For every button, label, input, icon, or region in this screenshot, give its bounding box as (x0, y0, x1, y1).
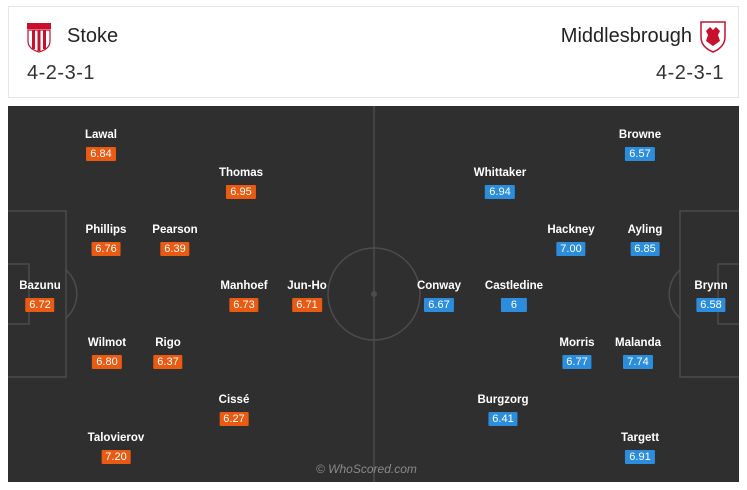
player-rating: 7.00 (556, 242, 586, 256)
player-name: Talovierov (87, 432, 145, 444)
player-rating: 6.80 (92, 355, 122, 369)
player-name: Castledine (484, 280, 544, 292)
player-lawal[interactable]: Lawal 6.84 (85, 128, 117, 162)
whoscored-watermark: © WhoScored.com (316, 462, 417, 476)
player-wilmot[interactable]: Wilmot 6.80 (88, 336, 126, 370)
player-rating: 6.85 (630, 242, 660, 256)
player-bazunu[interactable]: Bazunu 6.72 (19, 279, 61, 313)
player-castledine[interactable]: Castledine 6 (485, 279, 543, 313)
home-team-name: Stoke (67, 25, 119, 47)
player-name: Conway (416, 280, 462, 292)
pitch-markings (8, 106, 739, 482)
player-pearson[interactable]: Pearson 6.39 (152, 223, 198, 257)
stoke-crest-icon (27, 23, 51, 53)
player-rating: 6.84 (86, 147, 116, 161)
player-rating: 6.27 (219, 412, 249, 426)
player-brynn[interactable]: Brynn 6.58 (694, 279, 728, 313)
away-formation: 4-2-3-1 (656, 62, 724, 84)
player-name: Wilmot (87, 337, 127, 349)
player-rating: 6.37 (153, 355, 183, 369)
player-name: Malanda (614, 337, 662, 349)
player-rating: 6.67 (424, 298, 454, 312)
player-thomas[interactable]: Thomas 6.95 (219, 166, 263, 200)
player-name: Brynn (694, 280, 728, 292)
player-rating: 6.58 (696, 298, 726, 312)
player-name: Pearson (152, 224, 198, 236)
player-name: Jun-Ho (287, 280, 327, 292)
player-rating: 6.71 (292, 298, 322, 312)
player-name: Targett (620, 432, 660, 444)
player-rating: 6.73 (229, 298, 259, 312)
player-name: Morris (559, 337, 595, 349)
player-morris[interactable]: Morris 6.77 (559, 336, 595, 370)
player-jun-ho[interactable]: Jun-Ho 6.71 (287, 279, 327, 313)
player-targett[interactable]: Targett 6.91 (621, 431, 659, 465)
player-rating: 7.74 (623, 355, 653, 369)
player-name: Browne (618, 129, 662, 141)
player-name: Whittaker (473, 167, 527, 179)
player-name: Thomas (218, 167, 264, 179)
player-rating: 6.39 (160, 242, 190, 256)
player-name: Burgzorg (477, 394, 529, 406)
player-name: Ayling (627, 224, 663, 236)
player-rating: 6.91 (625, 450, 655, 464)
player-conway[interactable]: Conway 6.67 (417, 279, 461, 313)
away-team-name: Middlesbrough (560, 25, 692, 47)
player-rating: 6.76 (91, 242, 121, 256)
player-malanda[interactable]: Malanda 7.74 (615, 336, 661, 370)
player-rating: 6.94 (485, 185, 515, 199)
player-rating: 6.77 (562, 355, 592, 369)
middlesbrough-crest-icon (700, 21, 726, 53)
player-name: Bazunu (19, 280, 61, 292)
player-manhoef[interactable]: Manhoef 6.73 (220, 279, 268, 313)
player-cisse[interactable]: Cissé 6.27 (218, 393, 250, 427)
player-name: Lawal (85, 129, 117, 141)
player-rating: 6.95 (226, 185, 256, 199)
player-rating: 6.57 (625, 147, 655, 161)
player-name: Phillips (85, 224, 127, 236)
player-name: Cissé (218, 394, 250, 406)
player-phillips[interactable]: Phillips 6.76 (85, 223, 127, 257)
player-ayling[interactable]: Ayling 6.85 (627, 223, 663, 257)
player-rigo[interactable]: Rigo 6.37 (153, 336, 183, 370)
player-burgzorg[interactable]: Burgzorg 6.41 (477, 393, 529, 427)
player-rating: 6 (500, 298, 527, 312)
player-hackney[interactable]: Hackney 7.00 (547, 223, 595, 257)
player-whittaker[interactable]: Whittaker 6.94 (474, 166, 526, 200)
player-name: Hackney (547, 224, 595, 236)
player-rating: 6.72 (25, 298, 55, 312)
player-rating: 7.20 (101, 450, 131, 464)
player-rating: 6.41 (488, 412, 518, 426)
player-name: Manhoef (220, 280, 268, 292)
player-browne[interactable]: Browne 6.57 (619, 128, 661, 162)
player-talovierov[interactable]: Talovierov 7.20 (87, 431, 145, 465)
player-name: Rigo (155, 337, 181, 349)
match-header: Stoke 4-2-3-1 Middlesbrough 4-2-3-1 (8, 6, 739, 98)
pitch: Lawal 6.84 Thomas 6.95 Phillips 6.76 Pea… (8, 106, 739, 482)
home-formation: 4-2-3-1 (27, 62, 95, 84)
